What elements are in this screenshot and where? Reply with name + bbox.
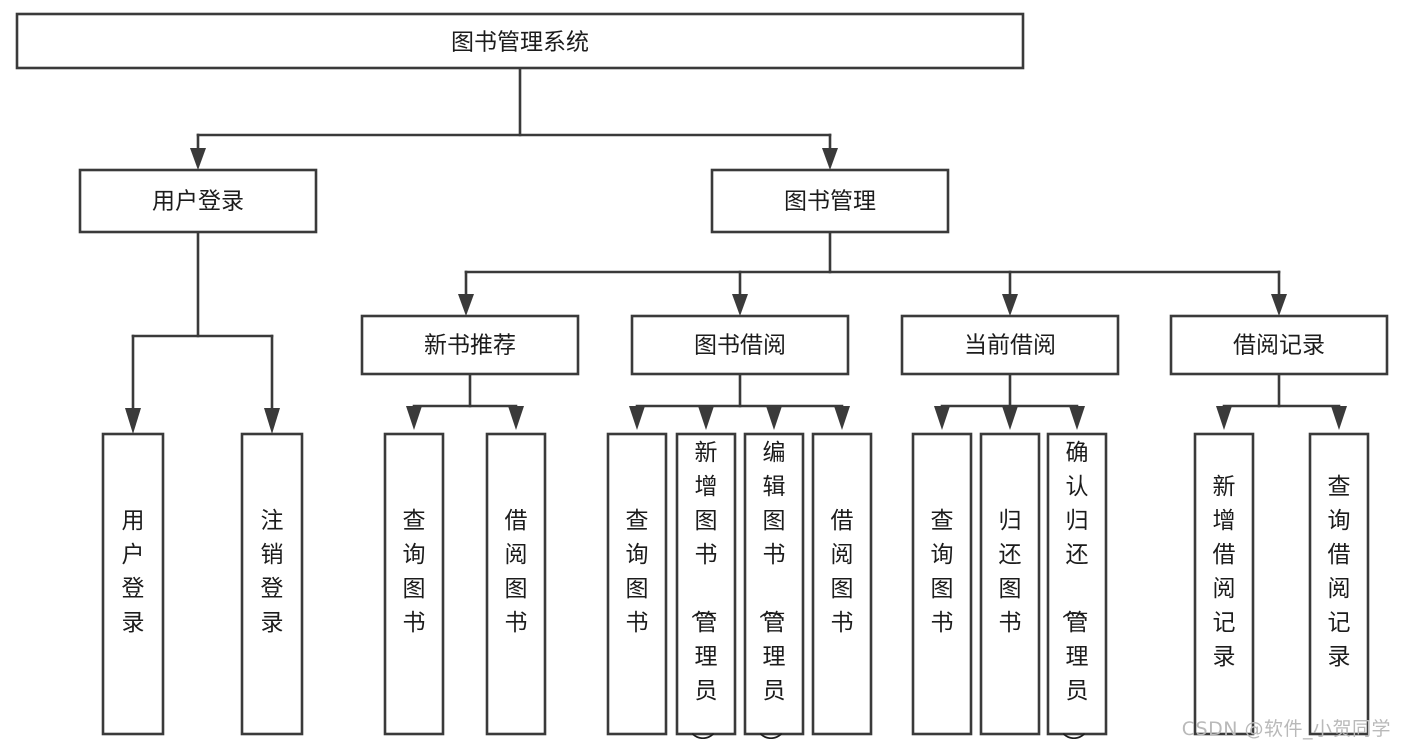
node-borrow-record-label: 借阅记录 (1233, 333, 1325, 359)
node-leaf-add-book-box[interactable] (675, 432, 737, 736)
node-leaf-borrow-book-1-label: 借阅图书 (505, 508, 528, 636)
node-current-borrow-box[interactable] (900, 314, 1120, 376)
node-book-manage[interactable]: 图书管理 (710, 168, 950, 234)
node-leaf-query-book-3-label: 查询图书 (931, 508, 954, 636)
node-leaf-borrow-book-1-box[interactable] (485, 432, 547, 736)
node-leaf-query-book-1-label: 查询图书 (403, 508, 426, 636)
arrow-head-leaf-edit-book (766, 406, 782, 430)
node-borrow-record[interactable]: 借阅记录 (1169, 314, 1389, 376)
connector-group-book-borrow (629, 372, 850, 430)
node-leaf-edit-book[interactable]: 编辑图书（管理员） (743, 432, 805, 747)
node-leaf-confirm-return-label: 确认归还（管理员） (1060, 440, 1089, 747)
node-leaf-query-book-2[interactable]: 查询图书 (606, 432, 668, 736)
node-leaf-add-record-box[interactable] (1193, 432, 1255, 736)
node-leaf-logout-login[interactable]: 注销登录 (240, 432, 304, 736)
node-root[interactable]: 图书管理系统 (15, 12, 1025, 70)
arrow-head-leaf-return-book (1002, 406, 1018, 430)
node-leaf-user-login[interactable]: 用户登录 (101, 432, 165, 736)
node-leaf-user-login-label: 用户登录 (122, 508, 145, 636)
node-leaf-return-book-label: 归还图书 (999, 508, 1022, 636)
node-leaf-query-book-3[interactable]: 查询图书 (911, 432, 973, 736)
node-user-login[interactable]: 用户登录 (78, 168, 318, 234)
arrow-head-leaf-query-book-3 (934, 406, 950, 430)
arrow-head-leaf-logout-login (264, 408, 280, 434)
node-new-book-recommend[interactable]: 新书推荐 (360, 314, 580, 376)
node-leaf-query-book-3-box[interactable] (911, 432, 973, 736)
node-leaf-borrow-book-2-box[interactable] (811, 432, 873, 736)
arrow-head-leaf-borrow-book-2 (834, 406, 850, 430)
node-leaf-edit-book-label: 编辑图书（管理员） (757, 440, 786, 747)
arrow-head-leaf-query-book-2 (629, 406, 645, 430)
arrow-head-book-manage (822, 148, 838, 170)
node-leaf-add-book[interactable]: 新增图书（管理员） (675, 432, 737, 747)
connector-group-book-manage (458, 230, 1287, 316)
node-leaf-query-record-label: 查询借阅记录 (1328, 474, 1351, 670)
node-leaf-return-book-box[interactable] (979, 432, 1041, 736)
node-leaf-add-record-label: 新增借阅记录 (1213, 474, 1236, 670)
node-book-borrow[interactable]: 图书借阅 (630, 314, 850, 376)
node-leaf-borrow-book-2[interactable]: 借阅图书 (811, 432, 873, 736)
node-leaf-add-book-label: 新增图书（管理员） (689, 440, 718, 747)
node-user-login-box[interactable] (78, 168, 318, 234)
node-leaf-query-book-1[interactable]: 查询图书 (383, 432, 445, 736)
node-book-borrow-label: 图书借阅 (694, 333, 786, 359)
node-leaf-query-book-2-label: 查询图书 (626, 508, 649, 636)
arrow-head-book-borrow (732, 294, 748, 316)
arrow-head-leaf-query-record (1331, 406, 1347, 430)
node-leaf-return-book[interactable]: 归还图书 (979, 432, 1041, 736)
node-leaf-confirm-return-box[interactable] (1046, 432, 1108, 736)
connector-group-borrow-record (1216, 372, 1347, 430)
arrow-head-leaf-add-book (698, 406, 714, 430)
arrow-head-borrow-record (1271, 294, 1287, 316)
node-leaf-borrow-book-1[interactable]: 借阅图书 (485, 432, 547, 736)
arrow-head-current-borrow (1002, 294, 1018, 316)
node-borrow-record-box[interactable] (1169, 314, 1389, 376)
node-book-manage-box[interactable] (710, 168, 950, 234)
connector-group-new-book-recommend (406, 372, 524, 430)
arrow-head-leaf-query-book-1 (406, 406, 422, 430)
node-leaf-query-record-box[interactable] (1308, 432, 1370, 736)
node-current-borrow-label: 当前借阅 (964, 333, 1056, 359)
node-leaf-add-record[interactable]: 新增借阅记录 (1193, 432, 1255, 736)
arrow-head-user-login (190, 148, 206, 170)
arrow-head-leaf-add-record (1216, 406, 1232, 430)
arrow-head-leaf-confirm-return (1069, 406, 1085, 430)
node-current-borrow[interactable]: 当前借阅 (900, 314, 1120, 376)
node-book-manage-label: 图书管理 (784, 189, 876, 215)
node-leaf-query-book-1-box[interactable] (383, 432, 445, 736)
arrow-head-leaf-borrow-book-1 (508, 406, 524, 430)
node-book-borrow-box[interactable] (630, 314, 850, 376)
node-root-label: 图书管理系统 (451, 30, 589, 56)
node-leaf-logout-login-box[interactable] (240, 432, 304, 736)
node-leaf-logout-login-label: 注销登录 (261, 508, 284, 636)
node-new-book-recommend-box[interactable] (360, 314, 580, 376)
node-leaf-edit-book-box[interactable] (743, 432, 805, 736)
connector-group-root (190, 66, 838, 170)
arrow-head-new-book-recommend (458, 294, 474, 316)
connector-group-user-login (125, 230, 280, 434)
arrow-head-leaf-user-login (125, 408, 141, 434)
node-leaf-user-login-box[interactable] (101, 432, 165, 736)
node-leaf-borrow-book-2-label: 借阅图书 (831, 508, 854, 636)
node-leaf-query-book-2-box[interactable] (606, 432, 668, 736)
connector-group-current-borrow (934, 372, 1085, 430)
node-root-box[interactable] (15, 12, 1025, 70)
node-new-book-recommend-label: 新书推荐 (424, 333, 516, 359)
node-leaf-query-record[interactable]: 查询借阅记录 (1308, 432, 1370, 736)
node-user-login-label: 用户登录 (152, 189, 244, 215)
node-leaf-confirm-return[interactable]: 确认归还（管理员） (1046, 432, 1108, 747)
